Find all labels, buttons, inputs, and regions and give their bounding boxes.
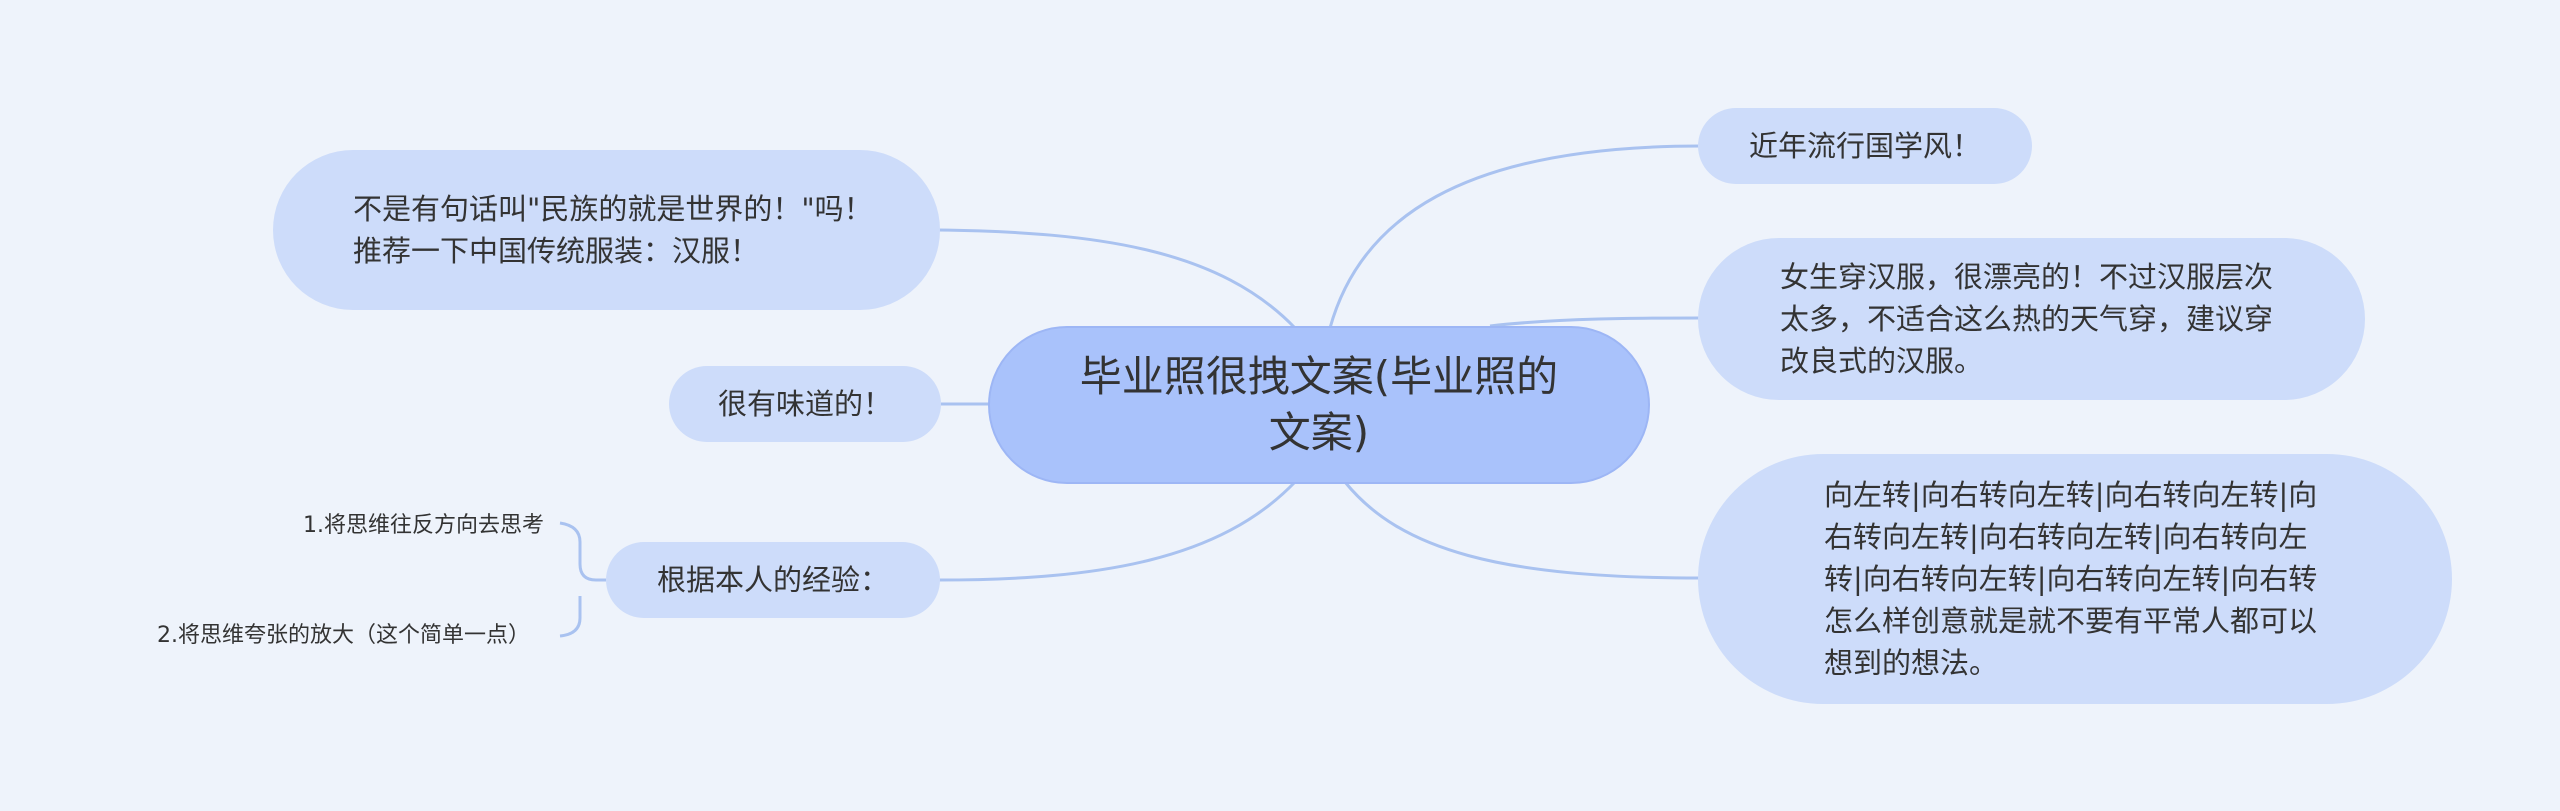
- connector-root-right2: [1489, 316, 1701, 328]
- node-left-experience-label: 根据本人的经验：: [656, 563, 889, 597]
- node-right-creativity-label: 向左转|向右转向左转|向右转向左转|向右转向左转|向右转向左转|向右转向左转|向…: [1824, 478, 2318, 680]
- node-left-flavor: 很有味道的！: [669, 366, 941, 442]
- node-right-guoxue-label: 近年流行国学风！: [1748, 129, 1981, 163]
- leaf-exaggerate-thinking: 2.将思维夸张的放大（这个简单一点）: [157, 623, 530, 648]
- node-right-hanfu-advice: 女生穿汉服，很漂亮的！不过汉服层次太多，不适合这么热的天气穿，建议穿改良式的汉服…: [1698, 238, 2365, 400]
- connector-root-right1: [1328, 144, 1701, 329]
- connector-root-right3: [1343, 481, 1701, 580]
- node-left-experience: 根据本人的经验：: [606, 542, 940, 618]
- node-right-hanfu-advice-label: 女生穿汉服，很漂亮的！不过汉服层次太多，不适合这么热的天气穿，建议穿改良式的汉服…: [1780, 260, 2274, 378]
- root-node-label: 毕业照很拽文案(毕业照的文案): [1079, 352, 1559, 457]
- root-node: 毕业照很拽文案(毕业照的文案): [988, 326, 1650, 484]
- node-left-flavor-label: 很有味道的！: [717, 387, 892, 421]
- bracket-left3-children: [559, 521, 606, 638]
- node-left-hanfu-recommend: 不是有句话叫"民族的就是世界的！"吗！推荐一下中国传统服装：汉服！: [273, 150, 940, 310]
- node-right-creativity: 向左转|向右转向左转|向右转向左转|向右转向左转|向右转向左转|向右转向左转|向…: [1698, 454, 2452, 704]
- connector-root-left3: [937, 480, 1297, 582]
- node-left-hanfu-recommend-label: 不是有句话叫"民族的就是世界的！"吗！推荐一下中国传统服装：汉服！: [353, 192, 873, 268]
- node-right-guoxue: 近年流行国学风！: [1698, 108, 2032, 184]
- leaf-reverse-thinking: 1.将思维往反方向去思考: [303, 513, 544, 538]
- connector-root-left1: [937, 228, 1297, 330]
